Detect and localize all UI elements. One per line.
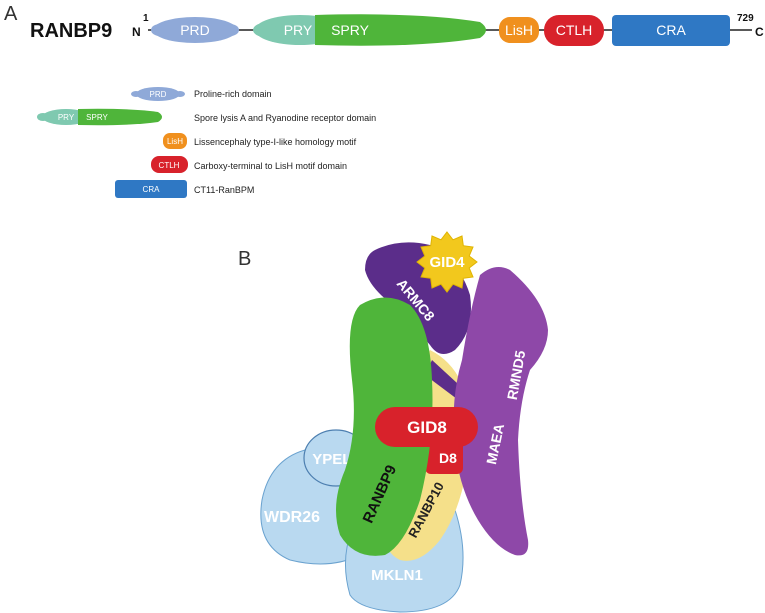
ctlh-label: CTLH bbox=[556, 22, 593, 38]
legend-ctlh-text: Carboxy-terminal to LisH motif domain bbox=[194, 161, 347, 171]
prd-label: PRD bbox=[180, 22, 210, 38]
legend-lish-text: Lissencephaly type-I-like homology motif bbox=[194, 137, 357, 147]
legend-pry-spry-text: Spore lysis A and Ryanodine receptor dom… bbox=[194, 113, 376, 123]
gid8-back-subunit: D8 bbox=[425, 440, 463, 474]
rmnd5-maea-subunit: RMND5 MAEA bbox=[453, 266, 548, 556]
c-terminus-label: C bbox=[755, 25, 764, 39]
mkln1-label: MKLN1 bbox=[371, 567, 423, 584]
lish-domain: LisH bbox=[499, 17, 539, 43]
legend-prd-text: Proline-rich domain bbox=[194, 89, 272, 99]
prd-domain: PRD bbox=[151, 17, 239, 43]
legend-cra-symbol-label: CRA bbox=[143, 185, 161, 194]
gid8-label: GID8 bbox=[407, 418, 447, 437]
legend-prd-symbol-label: PRD bbox=[150, 90, 167, 99]
panel-b-letter: B bbox=[238, 248, 251, 270]
legend-ctlh-symbol-label: CTLH bbox=[159, 161, 180, 170]
legend-lish-symbol-label: LisH bbox=[167, 137, 183, 146]
legend-item-pry-spry: PRY SPRY Spore lysis A and Ryanodine rec… bbox=[37, 108, 376, 126]
n-terminus-label: N bbox=[132, 25, 141, 39]
pry-spry-domain: PRY SPRY bbox=[253, 14, 486, 46]
domain-legend: PRD Proline-rich domain PRY SPRY Spore l… bbox=[37, 87, 376, 198]
pry-label: PRY bbox=[284, 22, 313, 38]
gid8-back-label: D8 bbox=[439, 450, 457, 466]
legend-item-prd: PRD Proline-rich domain bbox=[131, 87, 272, 101]
legend-item-cra: CRA CT11-RanBPM bbox=[115, 180, 254, 198]
legend-item-lish: LisH Lissencephaly type-I-like homology … bbox=[163, 133, 357, 149]
ctlh-domain: CTLH bbox=[544, 15, 604, 46]
gid4-subunit: GID4 bbox=[416, 231, 478, 293]
legend-item-ctlh: CTLH Carboxy-terminal to LisH motif doma… bbox=[151, 156, 347, 173]
cra-domain: CRA bbox=[612, 15, 730, 46]
panel-a-letter: A bbox=[4, 3, 18, 25]
spry-label: SPRY bbox=[331, 22, 370, 38]
start-residue-label: 1 bbox=[143, 13, 149, 24]
cra-label: CRA bbox=[656, 22, 686, 38]
legend-spry-symbol-label: SPRY bbox=[86, 113, 108, 122]
protein-name: RANBP9 bbox=[30, 20, 112, 42]
legend-pry-symbol-label: PRY bbox=[58, 113, 75, 122]
end-residue-label: 729 bbox=[737, 13, 754, 24]
gid8-subunit: GID8 bbox=[375, 407, 478, 447]
lish-label: LisH bbox=[505, 22, 533, 38]
gid4-label: GID4 bbox=[429, 254, 465, 271]
wdr26-label: WDR26 bbox=[264, 509, 320, 526]
legend-cra-text: CT11-RanBPM bbox=[194, 185, 254, 195]
